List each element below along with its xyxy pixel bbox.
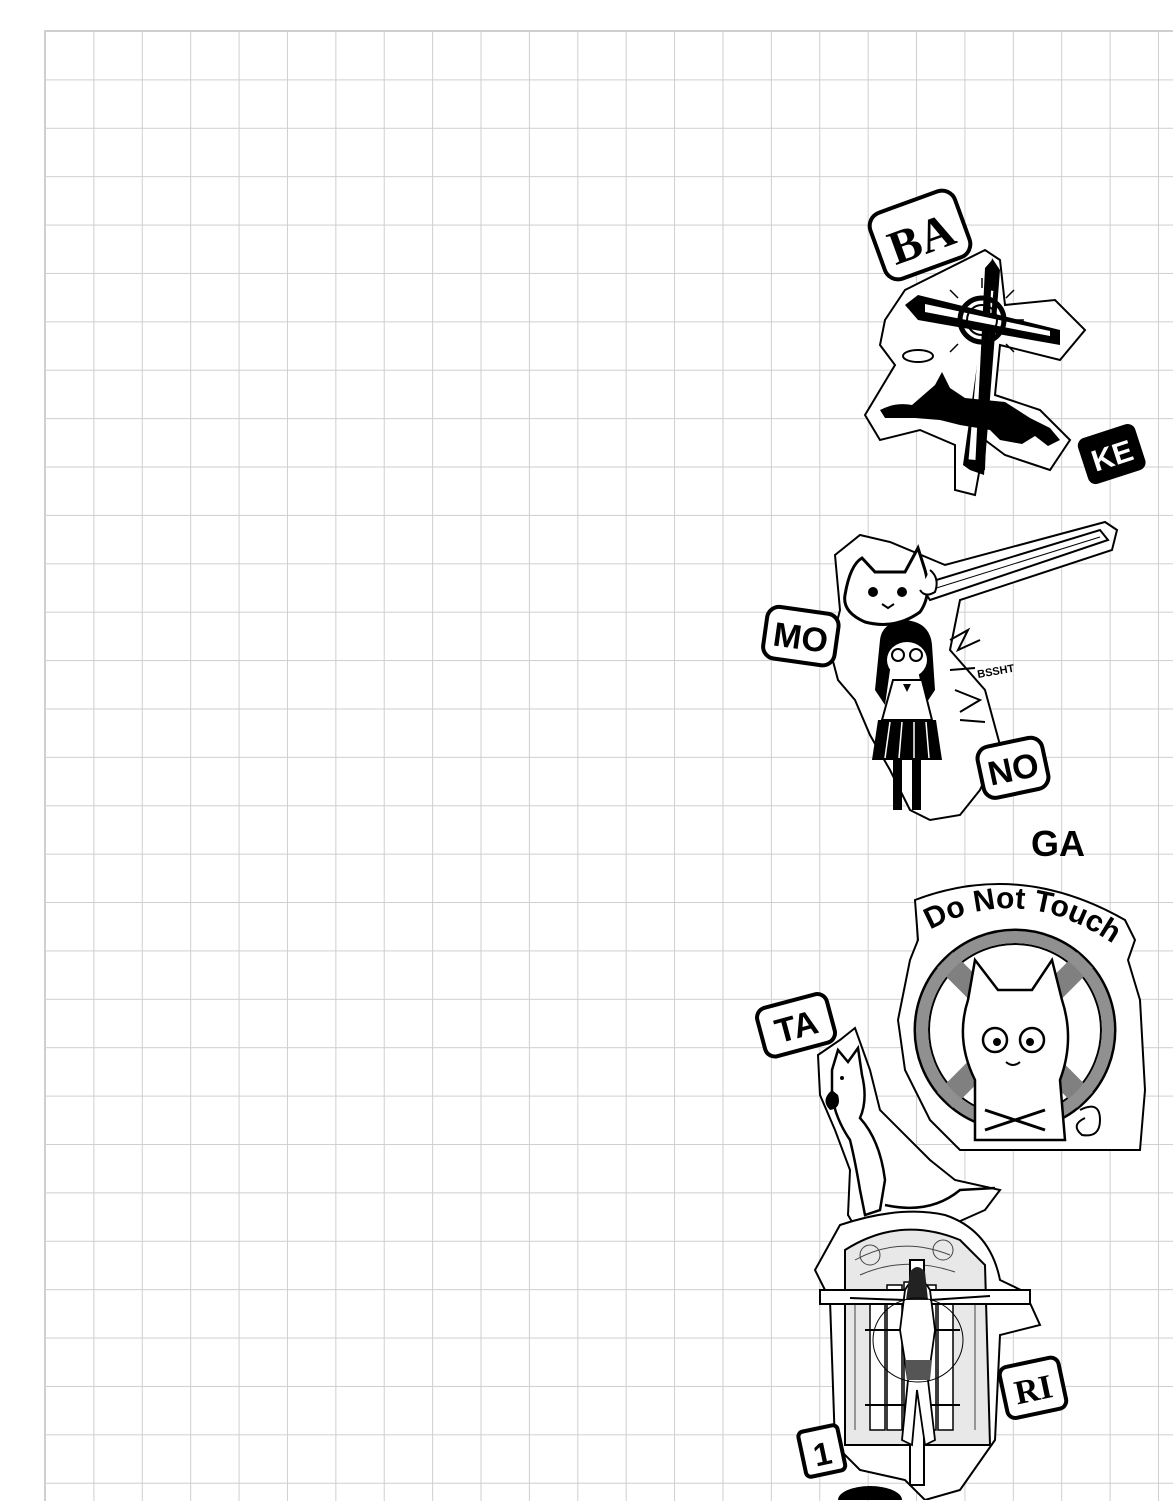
ba-label: BA [867,188,973,282]
ri-text: RI [1011,1368,1056,1412]
do-not-touch-sticker: Do Not Touch [896,882,1147,1151]
ke-label: KE [1077,424,1146,485]
cat-girl-sticker: BSSHT [828,520,1119,822]
white-cat-sticker [816,1026,1002,1237]
cross-cat-sticker [863,248,1087,497]
ta-label: TA [755,992,838,1059]
mo-label: MO [761,604,841,668]
stained-glass-sticker [813,1210,1042,1500]
ga-text: GA [1031,823,1085,864]
volume-number-badge: 1 [796,1423,848,1479]
mo-text: MO [771,615,831,660]
partial-bottom-badge [838,1486,902,1500]
no-label: NO [975,735,1051,800]
ri-label: RI [997,1355,1069,1420]
bssht-text: BSSHT [976,663,1015,681]
